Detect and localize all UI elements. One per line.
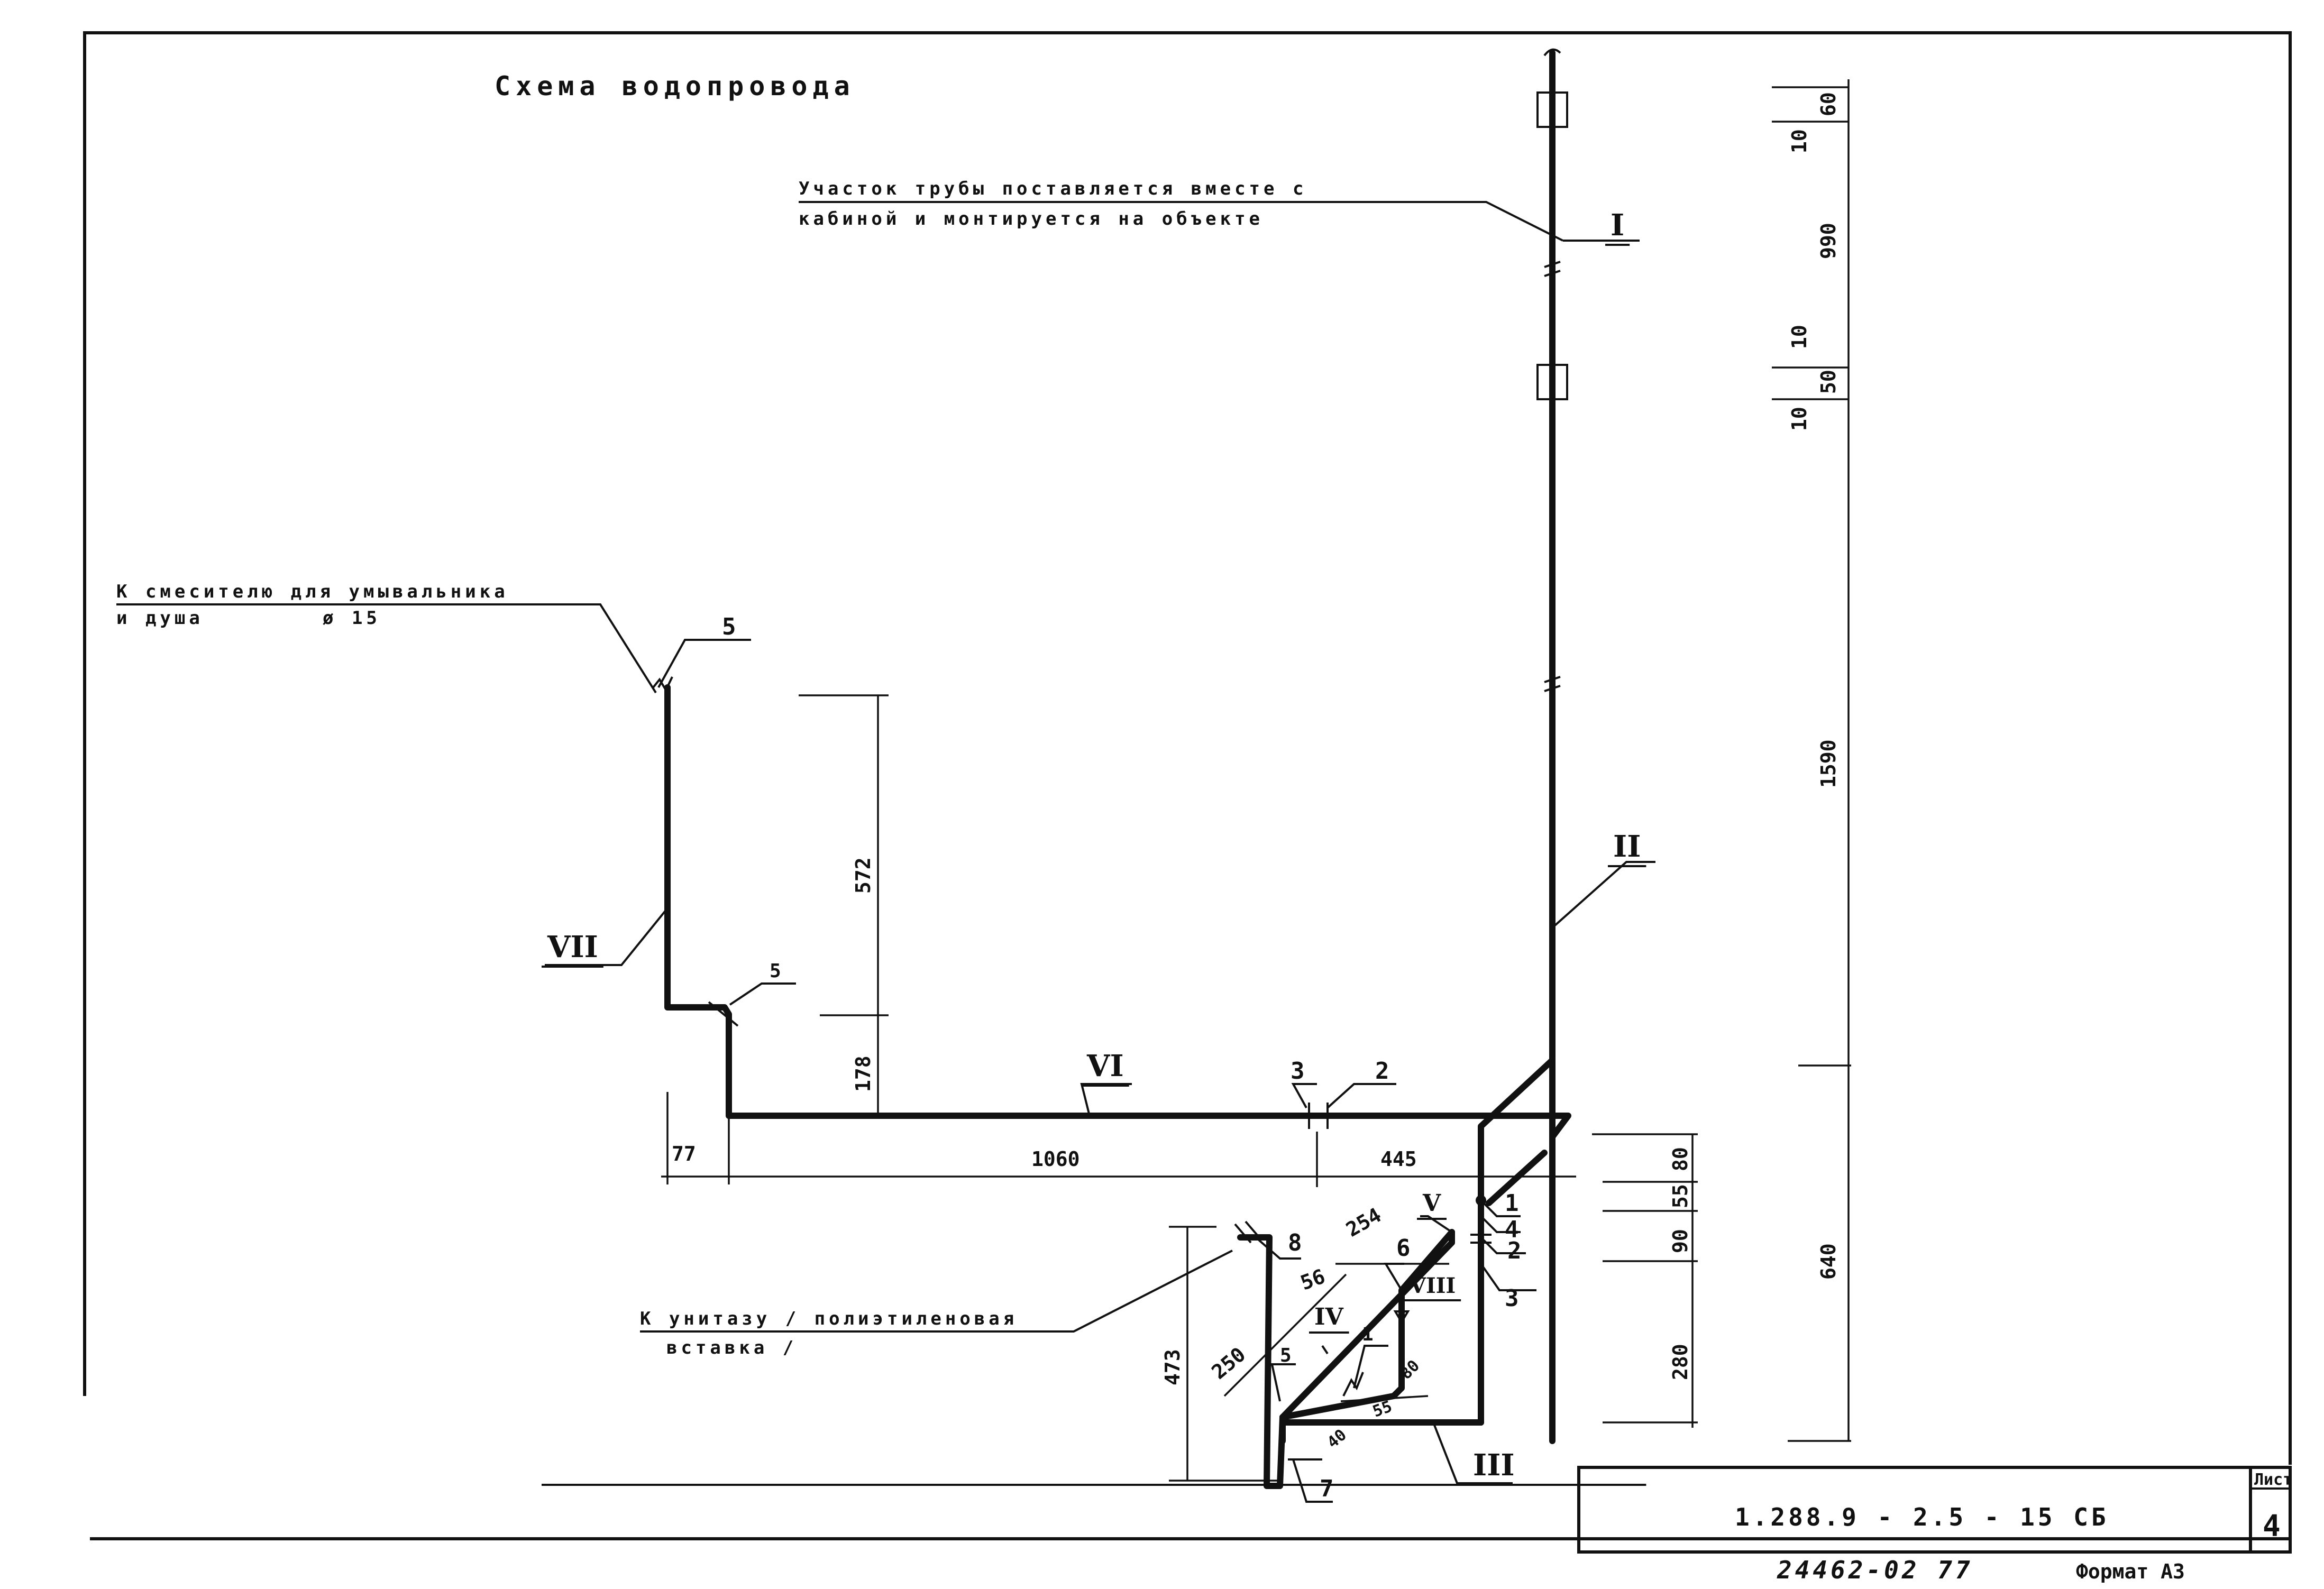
note-pipe-line2: кабиной и монтируется на объекте: [799, 208, 1264, 229]
dim-178: 178: [852, 1055, 875, 1092]
note-pipe-section: Участок трубы поставляется вместе с каби…: [799, 178, 1563, 242]
section-ii: II: [1613, 829, 1641, 864]
pipe-vii-vi: [652, 676, 1569, 1129]
riser-pipe: [1536, 48, 1568, 1444]
section-vii: VII: [547, 930, 598, 965]
note-mixer-line1: К смесителю для умывальника: [116, 581, 509, 602]
section-iii: III: [1473, 1448, 1515, 1483]
break-mark-upper: [1544, 261, 1561, 277]
sheet-format: Формат А3: [2076, 1560, 2185, 1583]
drawing-title: Схема водопровода: [495, 71, 855, 102]
pos-6: 6: [1396, 1235, 1411, 1262]
dim-10-b: 10: [1788, 325, 1811, 349]
pos-2-riser: 2: [1507, 1237, 1522, 1264]
drawing-frame: [83, 31, 2292, 1540]
note-toilet: К унитазу / полиэтиленовая вставка /: [640, 1250, 1233, 1358]
break-mark-lower: [1544, 676, 1561, 692]
dim-10-a: 10: [1788, 129, 1811, 153]
dim-1060: 1060: [1031, 1147, 1080, 1171]
dim-254: 254: [1342, 1203, 1385, 1241]
note-toilet-line1: К унитазу / полиэтиленовая: [640, 1308, 1018, 1329]
pos-5-elbow: 5: [770, 960, 781, 982]
drawing-code: 1.288.9 - 2.5 - 15 СБ: [1735, 1503, 2109, 1531]
dim-640: 640: [1817, 1243, 1840, 1280]
pos-4-riser: 4: [1505, 1216, 1519, 1243]
dimension-labels: 60 10 990 10 50 10 1590 640 572 178 77 1…: [672, 92, 1840, 1452]
dim-40: 40: [1324, 1426, 1350, 1452]
inventory-number: 24462-02 77: [1777, 1556, 1973, 1584]
coupling-upper: [1536, 91, 1568, 128]
note-toilet-line2: вставка /: [666, 1337, 797, 1358]
section-labels: I II III IV V VI VII VIII: [542, 208, 1646, 1486]
pos-5-lower: 5: [1280, 1345, 1292, 1366]
dim-572: 572: [852, 857, 875, 894]
pos-5-mixer: 5: [722, 613, 736, 640]
pos-1-lower: 1: [1362, 1324, 1374, 1345]
section-viii: VIII: [1409, 1273, 1456, 1298]
pos-2-upper: 2: [1375, 1058, 1389, 1085]
dim-10-c: 10: [1788, 407, 1811, 431]
dim-56: 56: [1297, 1264, 1328, 1294]
pos-1-riser: 1: [1505, 1190, 1519, 1217]
title-block: 1.288.9 - 2.5 - 15 СБ Лист 4 24462-02 77…: [1577, 1466, 2292, 1584]
dim-50: 50: [1817, 370, 1840, 394]
section-i: I: [1611, 208, 1624, 243]
dim-990: 990: [1817, 223, 1840, 259]
dimension-lines: [661, 79, 1851, 1482]
pos-3-upper: 3: [1291, 1058, 1305, 1085]
section-v: V: [1422, 1190, 1441, 1217]
dim-55-a: 55: [1669, 1184, 1692, 1208]
note-mixer-line2: и душа: [116, 608, 204, 629]
dim-280: 280: [1669, 1344, 1692, 1380]
dim-80-a: 80: [1669, 1147, 1692, 1171]
pos-7: 7: [1320, 1475, 1334, 1502]
dim-473: 473: [1161, 1349, 1184, 1385]
section-vi: VI: [1086, 1049, 1124, 1083]
note-mixer-diameter: ø 15: [323, 608, 381, 629]
note-mixer: К смесителю для умывальника и душа ø 15: [116, 581, 657, 694]
sheet-number: 4: [2263, 1509, 2281, 1544]
dim-77: 77: [672, 1142, 696, 1165]
pos-8: 8: [1288, 1229, 1302, 1256]
section-iv: IV: [1314, 1303, 1344, 1330]
pos-3-riser: 3: [1505, 1285, 1519, 1312]
note-pipe-line1: Участок трубы поставляется вместе с: [799, 178, 1307, 199]
position-labels: 5 5 5 3 2 1 4 2 3 8 6 1 7: [722, 613, 1522, 1502]
dim-445: 445: [1380, 1147, 1417, 1171]
dim-1590: 1590: [1817, 739, 1840, 788]
dim-60: 60: [1817, 92, 1840, 116]
dim-90: 90: [1669, 1229, 1692, 1253]
sheet-label: Лист: [2254, 1471, 2292, 1489]
coupling-lower: [1536, 364, 1568, 400]
